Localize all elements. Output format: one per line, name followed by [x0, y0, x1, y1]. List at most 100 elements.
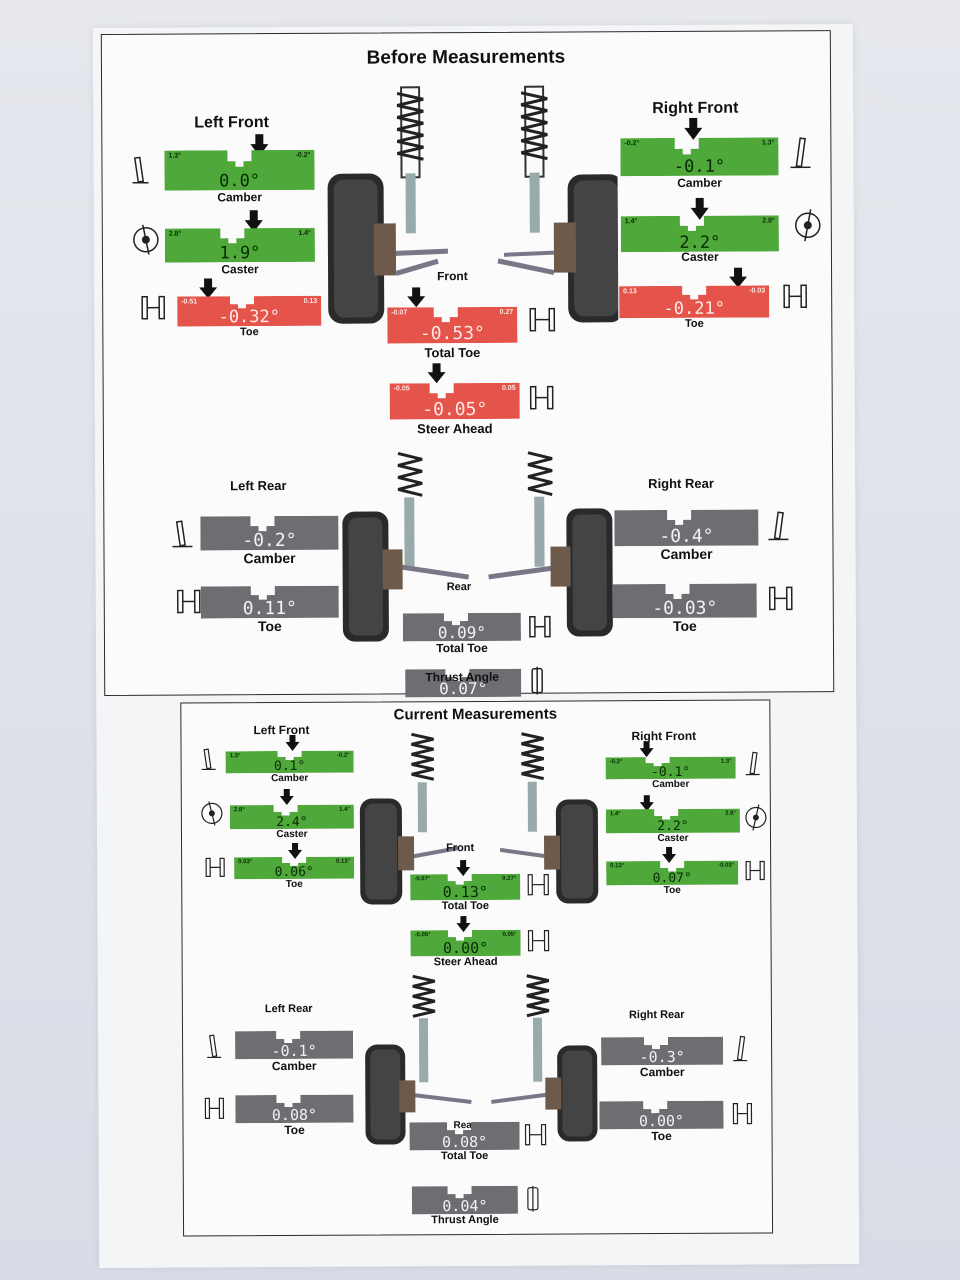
- gauge-bar-shape: [235, 1094, 354, 1124]
- gauge-bar-shape: [411, 1185, 518, 1215]
- left-front-label: Left Front: [253, 722, 310, 738]
- gauge-min: 1.3°: [229, 753, 241, 760]
- left-rear-label: Left Rear: [264, 1002, 313, 1016]
- gauge-bar-fill: [234, 856, 355, 880]
- right-front-caster-label: Caster: [657, 832, 689, 845]
- gauge-max: 2.8°: [725, 810, 736, 817]
- gauge-min: -0.07: [391, 309, 408, 317]
- camber-icon: [745, 751, 760, 776]
- gauge-value: 0.08°: [271, 1105, 318, 1125]
- right-rear-label: Right Rear: [648, 475, 714, 492]
- thrust-angle-icon: [527, 1185, 539, 1212]
- right-rear-toe-label: Toe: [672, 617, 697, 634]
- gauge-bar-shape: [177, 295, 322, 327]
- right-rear-label: Right Rear: [628, 1008, 685, 1022]
- gauge-bar-fill: [200, 585, 339, 619]
- left-front-camber-gauge: 1.3°-0.2°0.1°: [225, 750, 354, 774]
- gauge-value: 2.2°: [657, 818, 689, 835]
- gauge-min: 2.8°: [168, 230, 182, 238]
- front-total-toe-label: Total Toe: [441, 899, 490, 913]
- right-front-camber-arrow-icon: [684, 117, 703, 140]
- toe-icon: [745, 860, 765, 881]
- gauge-bar-shape: [605, 808, 740, 834]
- thrust-angle-gauge: 0.07°: [405, 668, 522, 698]
- caster-icon: [745, 804, 767, 831]
- toe-icon: [205, 857, 225, 878]
- gauge-min: 1.4°: [624, 218, 638, 226]
- right-front-toe-gauge: 0.13°-0.03°0.07°: [606, 860, 739, 886]
- before-title: Before Measurements: [366, 46, 566, 69]
- left-rear-toe-label: Toe: [284, 1122, 305, 1138]
- right-front-toe-label: Toe: [684, 317, 704, 330]
- gauge-max: 0.27°: [502, 875, 517, 882]
- front-suspension-diagram: [359, 732, 599, 905]
- gauge-bar-fill: [405, 668, 522, 698]
- gauge-bar-shape: [200, 515, 339, 551]
- right-front-label: Right Front: [652, 99, 739, 118]
- left-front-label: Left Front: [194, 114, 269, 132]
- toe-icon: [768, 586, 793, 611]
- gauge-bar-fill: [409, 1121, 520, 1151]
- rear-total-toe-gauge: 0.08°: [409, 1121, 520, 1151]
- right-front-caster-gauge: 1.4°2.8°2.2°: [620, 215, 779, 253]
- gauge-bar-fill: [229, 804, 354, 830]
- front-label: Front: [437, 269, 468, 284]
- alignment-printout: Before Measurements Front: [92, 24, 860, 1268]
- left-front-camber-gauge: 1.3°-0.2°0.0°: [164, 149, 315, 191]
- total-toe-arrow-icon: [456, 860, 471, 877]
- steer-ahead-gauge: -0.05 0.05 -0.05°: [389, 382, 520, 421]
- left-front-toe-gauge: 0.03°0.13°0.06°: [234, 856, 355, 881]
- steer-ahead-icon: [527, 930, 550, 952]
- toe-icon: [204, 1097, 225, 1120]
- gauge-value: -0.05°: [422, 398, 488, 421]
- right-front-camber-label: Camber: [677, 175, 722, 190]
- left-front-camber-arrow-icon: [250, 134, 269, 157]
- left-rear-camber-gauge: -0.1°: [235, 1030, 354, 1060]
- left-front-camber-label: Camber: [271, 772, 309, 785]
- gauge-max: -0.2°: [295, 151, 311, 159]
- steer-ahead-arrow-icon: [427, 363, 446, 384]
- gauge-min: -0.2°: [624, 140, 640, 148]
- right-front-caster-arrow-icon: [690, 197, 709, 220]
- gauge-min: 0.03°: [238, 859, 253, 866]
- gauge-bar-fill: [389, 382, 520, 420]
- gauge-value: -0.3°: [639, 1047, 685, 1067]
- left-front-toe-label: Toe: [285, 878, 303, 890]
- thrust-angle-label: Thrust Angle: [431, 1213, 499, 1227]
- gauge-bar-shape: [402, 612, 521, 642]
- gauge-bar-fill: [599, 1100, 724, 1130]
- current-title: Current Measurements: [393, 705, 558, 724]
- gauge-bar-shape: [200, 585, 339, 619]
- gauge-max: -0.03: [749, 287, 766, 295]
- gauge-max: 0.05: [502, 384, 516, 392]
- gauge-bar-shape: [164, 227, 315, 263]
- left-rear-toe-label: Toe: [257, 618, 282, 635]
- rear-total-toe-label: Total Toe: [440, 1149, 489, 1163]
- gauge-value: -0.21°: [663, 298, 725, 320]
- gauge-value: -0.4°: [659, 525, 714, 548]
- front-total-toe-gauge: -0.07°0.27°0.13°: [410, 873, 521, 901]
- gauge-bar-fill: [614, 509, 759, 547]
- gauge-bar-shape: [410, 929, 521, 957]
- gauge-value: 0.06°: [274, 864, 314, 881]
- gauge-bar-shape: [606, 860, 739, 886]
- camber-icon: [207, 1034, 222, 1059]
- right-front-caster-gauge: 1.4°2.8°2.2°: [605, 808, 740, 835]
- gauge-bar-shape: [229, 804, 354, 830]
- gauge-value: -0.03°: [652, 597, 718, 620]
- toe-icon: [176, 589, 201, 614]
- gauge-max: 1.3°: [720, 758, 732, 765]
- steer-ahead-gauge: -0.05°0.05°0.00°: [410, 929, 521, 957]
- gauge-value: -0.1°: [673, 156, 726, 177]
- rear-label: Rear: [446, 581, 472, 594]
- right-front-camber-gauge: -0.2° 1.3° -0.1°: [620, 137, 779, 177]
- gauge-min: -0.05: [393, 385, 410, 393]
- gauge-max: 1.3°: [761, 139, 775, 147]
- thrust-angle-icon: [531, 666, 543, 695]
- gauge-max: 2.8°: [762, 217, 775, 225]
- left-rear-camber-label: Camber: [271, 1058, 317, 1074]
- caster-icon: [133, 224, 159, 255]
- gauge-bar-fill: [411, 1185, 518, 1215]
